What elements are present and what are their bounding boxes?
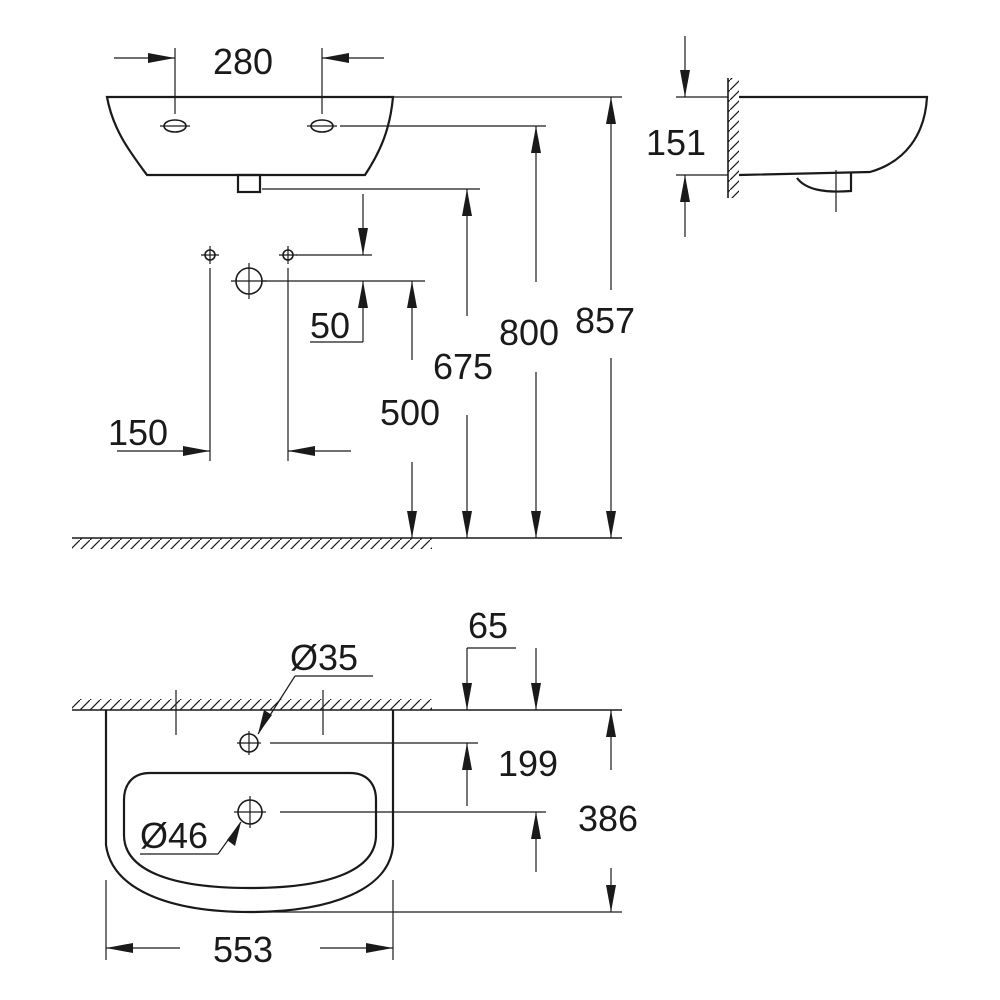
dim-drain-offset: 50 (310, 305, 350, 346)
dim-height-500: 500 (380, 392, 440, 433)
top-tap-hole (237, 731, 261, 755)
top-wall-hatch (72, 699, 432, 710)
dim-tap-hole-spacing: 280 (213, 41, 273, 82)
dim-drain-diameter: Ø46 (140, 815, 208, 856)
dim-basin-width: 553 (213, 929, 273, 970)
basin-top-inner-bowl (122, 771, 378, 890)
dim-supply-spacing: 150 (108, 412, 168, 453)
dim-tap-hole-diameter: Ø35 (290, 637, 358, 678)
side-waste-outlet (796, 172, 853, 193)
wall-hatch (728, 78, 739, 198)
basin-side-outline (738, 95, 929, 177)
basin-top-outer-outline (104, 710, 395, 914)
supply-point-left (201, 246, 219, 264)
front-view: 280 150 50 (72, 41, 635, 549)
tap-hole-left (160, 119, 190, 133)
drain-point (231, 263, 267, 299)
basin-front-outline (105, 95, 395, 177)
dim-tap-to-drain: 199 (498, 743, 558, 784)
side-view: 151 (646, 36, 929, 237)
top-drain (234, 796, 266, 828)
dim-basin-depth: 386 (578, 798, 638, 839)
top-view: Ø35 Ø46 65 199 386 553 (72, 605, 638, 970)
dim-side-depth: 151 (646, 122, 706, 163)
dim-height-857: 857 (575, 300, 635, 341)
floor-hatch (72, 538, 432, 549)
dim-height-675: 675 (433, 346, 493, 387)
dim-height-800: 800 (499, 312, 559, 353)
tap-hole-right (307, 119, 337, 133)
waste-outlet (236, 173, 262, 194)
supply-point-right (279, 246, 297, 264)
dim-wall-offset: 65 (468, 605, 508, 646)
